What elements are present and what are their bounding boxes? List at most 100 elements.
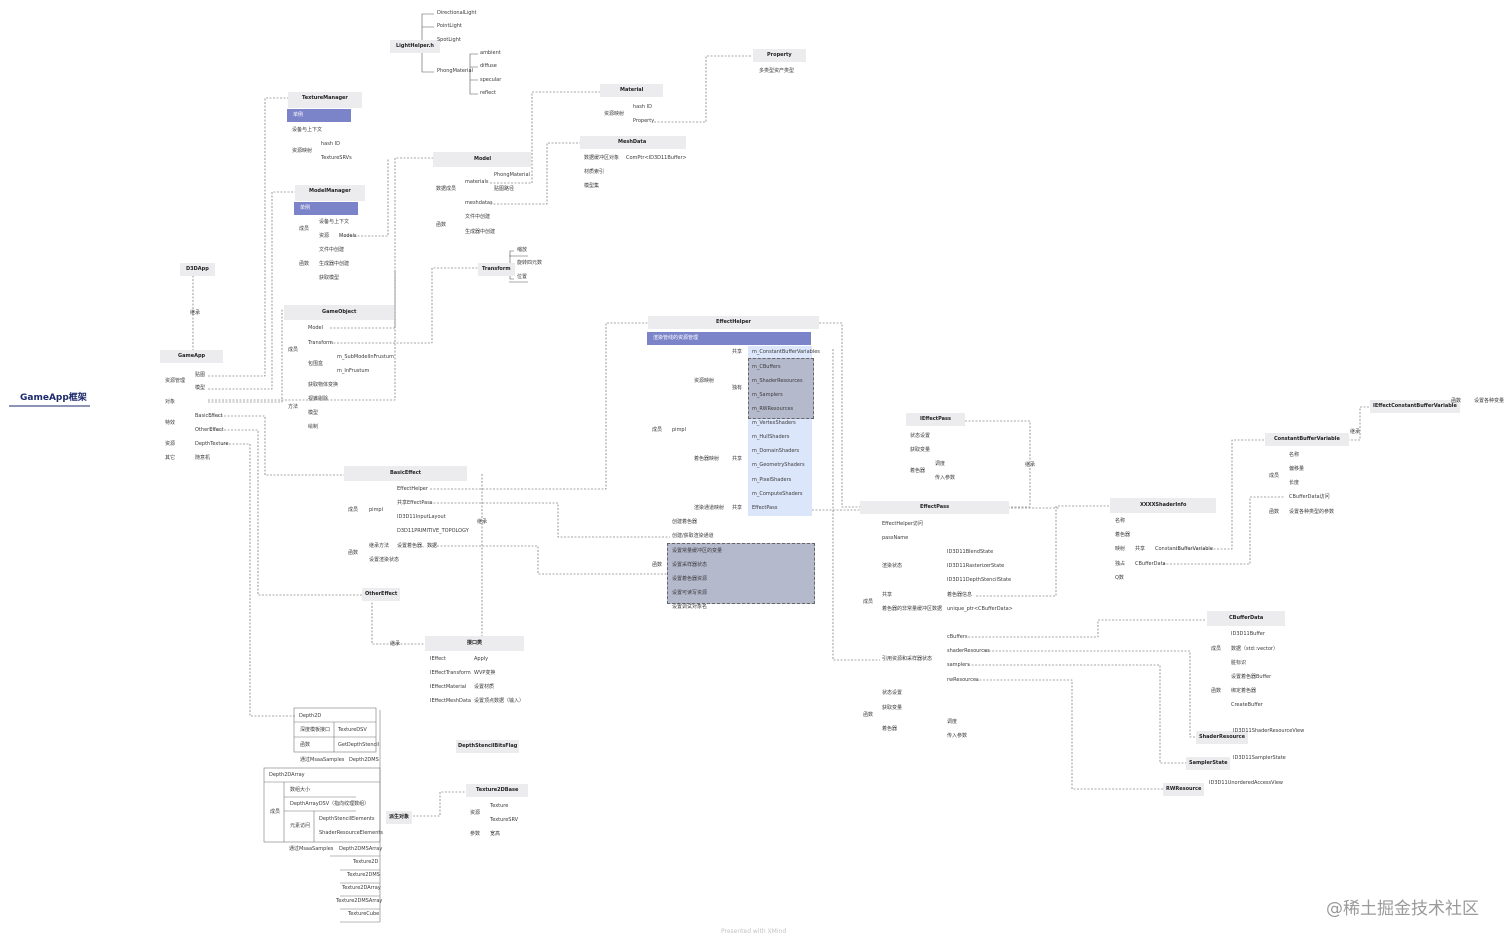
- be-sharepass: 共享EffectPass: [397, 500, 433, 506]
- gameapp-objects: 对象: [165, 399, 176, 405]
- material-resmap: 资源映射: [604, 111, 625, 117]
- ep-passname: passName: [882, 535, 909, 541]
- cbv-node[interactable]: ConstantBufferVariable: [1265, 433, 1349, 446]
- be-pimpl: pimpl: [369, 507, 383, 513]
- if-ieffect: IEffect: [430, 656, 446, 662]
- texmgr-srvs: TextureSRVs: [321, 155, 352, 161]
- eh-pimpl: pimpl: [672, 427, 686, 433]
- material-hash: hash ID: [633, 104, 652, 110]
- directional-light: DirectionalLight: [437, 10, 477, 16]
- transform-node[interactable]: Transform: [478, 263, 515, 276]
- d2-depthbind: 深度模板接口: [300, 727, 331, 733]
- go-methods: 方法: [288, 404, 299, 410]
- eh-ds: m_DomainShaders: [752, 448, 800, 454]
- footer-credit: Presented with XMind: [721, 928, 787, 935]
- be-inherit: 继承方法: [369, 543, 390, 549]
- sr-view: ID3D11ShaderResourceView: [1233, 728, 1305, 734]
- iecbv-set: 设置各种变量: [1474, 398, 1505, 404]
- d2a-dselem: DepthStencilElements: [319, 816, 375, 822]
- ep-ref: 引用资源和采样器状态: [882, 656, 933, 662]
- eh-effectpass: EffectPass: [752, 505, 778, 511]
- eh-samplers: m_Samplers: [752, 392, 783, 398]
- eh-share2: 共享: [732, 456, 743, 462]
- effectpass-node[interactable]: EffectPass: [860, 501, 1010, 514]
- ep-blend: ID3D11BlendState: [947, 549, 994, 555]
- d2-dsv: TextureDSV: [338, 727, 367, 733]
- model-file: 文件中创建: [465, 214, 491, 220]
- eh-set-rw: 设置可读写资源: [672, 590, 708, 596]
- material-node[interactable]: Material: [600, 84, 664, 97]
- property-node[interactable]: Property: [753, 49, 806, 62]
- watermark: @稀土掘金技术社区: [1326, 899, 1479, 919]
- model-texpath: 贴图路径: [494, 186, 515, 192]
- cbufferdata-node[interactable]: CBufferData: [1207, 611, 1286, 626]
- mm-models: Models: [339, 233, 357, 239]
- d2a-access: 元素访问: [290, 823, 311, 829]
- ieffectpass-node[interactable]: IEffectPass: [906, 413, 965, 426]
- eh-debugname: 设置调试对象名: [672, 604, 708, 610]
- d2-getdsv: GetDepthStencil: [338, 742, 380, 748]
- ep-shaderinfo: 着色器信息: [947, 592, 973, 598]
- depthstencilbitsflag-node[interactable]: DepthStencilBitsFlag: [456, 740, 520, 753]
- gameapp-depthtexture: DepthTexture: [195, 441, 229, 447]
- interface-node[interactable]: 接口类: [425, 636, 525, 651]
- rwresource-node[interactable]: RWResource: [1163, 783, 1205, 796]
- ieffectcbv-node[interactable]: IEffectConstantBufferVariable: [1370, 400, 1460, 413]
- material-property: Property: [633, 118, 655, 124]
- be-render: 设置渲染状态: [369, 557, 400, 563]
- eh-ps: m_PixelShaders: [752, 477, 792, 483]
- gameapp-node[interactable]: GameApp: [160, 350, 224, 363]
- depth2darray-node[interactable]: Depth2DArray: [269, 772, 305, 778]
- shaderinfo-node[interactable]: XXXXShaderInfo: [1110, 498, 1217, 513]
- othereffect-node[interactable]: OtherEffect: [362, 588, 401, 601]
- be-functions: 函数: [348, 550, 359, 556]
- eh-set-sampler: 设置采样器状态: [672, 562, 708, 568]
- depth2d-node[interactable]: Depth2D: [299, 713, 322, 719]
- iep-param: 传入参数: [935, 475, 956, 481]
- cbv-functions: 函数: [1269, 509, 1280, 515]
- diffuse: diffuse: [480, 63, 497, 69]
- eh-shadermap: 着色器映射: [694, 456, 720, 462]
- ep-dispatch: 调度: [947, 719, 958, 725]
- eh-createshader: 创建着色器: [672, 519, 698, 525]
- go-transform: Transform: [308, 340, 333, 346]
- ep-rw: rwResources: [947, 677, 979, 683]
- meshdata-models: 模型集: [584, 183, 600, 189]
- ep-functions: 函数: [863, 712, 874, 718]
- gameobject-node[interactable]: GameObject: [284, 305, 395, 320]
- modelmanager-node[interactable]: ModelManager: [295, 185, 365, 201]
- texture2dbase-node[interactable]: Texture2DBase: [466, 784, 529, 797]
- gameapp-resources: 资源: [165, 441, 176, 447]
- derived-objects-node[interactable]: 派生对象: [386, 811, 413, 824]
- texturemanager-node[interactable]: TextureManager: [288, 92, 362, 108]
- ep-cbuffers: cBuffers: [947, 634, 968, 640]
- if-meshdata: IEffectMeshData: [430, 698, 471, 704]
- texture2darray: Texture2DArray: [342, 885, 381, 891]
- d3dapp-node[interactable]: D3DApp: [180, 263, 215, 276]
- if-transform: IEffectTransform: [430, 670, 471, 676]
- gameapp-resource-mgr: 资源管理: [165, 378, 186, 384]
- shaderresource-node[interactable]: ShaderResource: [1196, 731, 1249, 744]
- mm-gen: 生成器中创建: [319, 261, 350, 267]
- map-title: GameApp框架: [20, 393, 87, 403]
- lighthelper-node[interactable]: LightHelper.h: [390, 40, 440, 53]
- spot-light: SpotLight: [437, 37, 461, 43]
- eh-cs: m_ComputeShaders: [752, 491, 803, 497]
- si-shader: 着色器: [1115, 532, 1131, 538]
- gameapp-basiceffect: BasicEffect: [195, 413, 223, 419]
- be-topology: D3D11PRIMITIVE_TOPOLOGY: [397, 528, 469, 534]
- samplerstate-node[interactable]: SamplerState: [1186, 757, 1231, 770]
- eh-passmap: 渲染通道映射: [694, 505, 725, 511]
- model-node[interactable]: Model: [433, 152, 532, 167]
- basiceffect-node[interactable]: BasicEffect: [344, 466, 468, 481]
- inherit-label: 继承: [190, 310, 201, 316]
- cbd-dirty: 脏标识: [1231, 660, 1247, 666]
- ep-state: 状态设置: [882, 690, 903, 696]
- model-functions: 函数: [436, 222, 447, 228]
- meshdata-node[interactable]: MeshData: [580, 136, 687, 149]
- mm-file: 文件中创建: [319, 247, 345, 253]
- eh-cbvars: m_ConstantBufferVariables: [752, 349, 820, 355]
- effecthelper-node[interactable]: EffectHelper: [648, 316, 819, 329]
- cbd-buffer: ID3D11Buffer: [1231, 631, 1265, 637]
- be-members: 成员: [348, 507, 359, 513]
